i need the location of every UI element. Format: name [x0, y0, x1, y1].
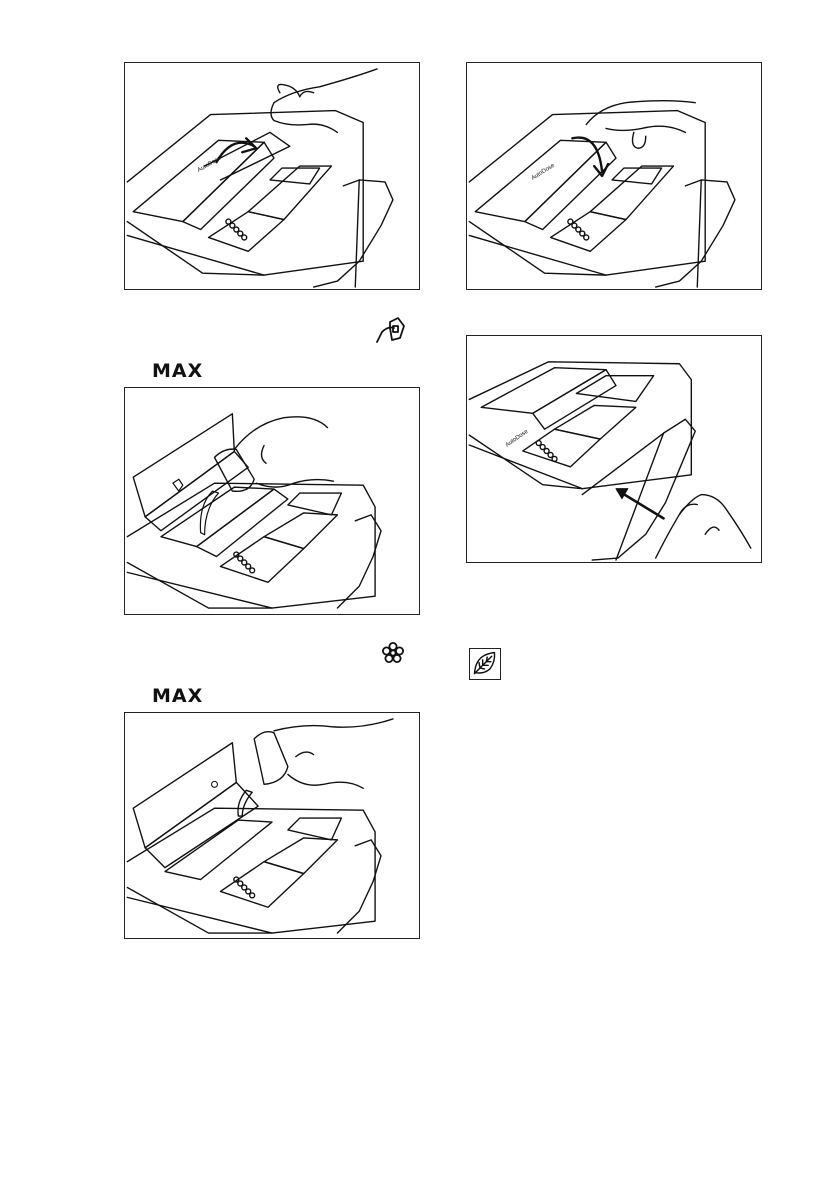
figure-open-lid: AutoDose	[124, 62, 420, 290]
max-label-2: MAX	[152, 685, 203, 707]
figure-close-lid: AutoDose	[466, 62, 762, 290]
lid-brand-text-2: AutoDose	[531, 162, 557, 181]
lid-brand-text-3: AutoDose	[505, 428, 530, 448]
eco-leaf-icon-box	[469, 648, 501, 680]
lid-brand-text: AutoDose	[197, 155, 223, 174]
figure-push-drawer: AutoDose	[466, 335, 762, 563]
detergent-dispenser-icon	[374, 314, 408, 344]
flower-softener-icon	[381, 641, 405, 665]
max-label-1: MAX	[152, 360, 203, 382]
leaf-icon	[470, 649, 499, 678]
figure-pour-softener	[124, 712, 420, 939]
figure-pour-detergent	[124, 387, 420, 615]
